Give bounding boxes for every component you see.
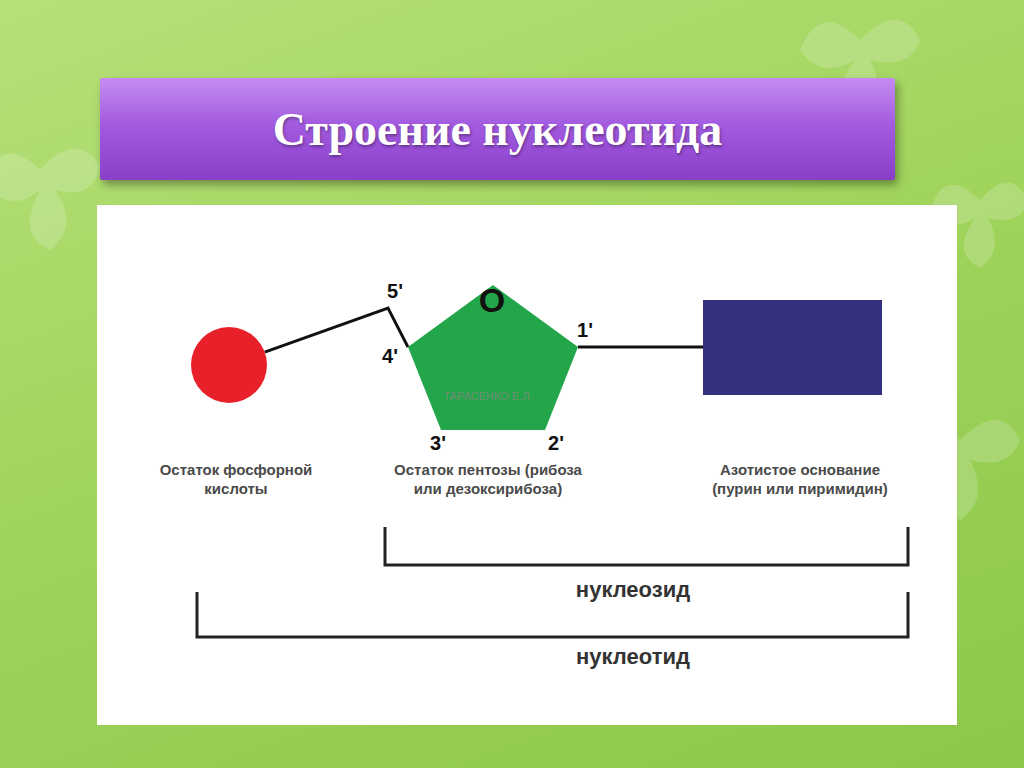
- ring-oxygen: O: [479, 281, 505, 320]
- carbon-number: 3': [430, 432, 446, 455]
- bond-line: [578, 346, 703, 349]
- phosphate-circle-outline: [191, 327, 267, 403]
- part-caption: Азотистое основание (пурин или пиримидин…: [675, 460, 925, 498]
- slide-title: Строение нуклеотида: [273, 103, 723, 156]
- part-caption: Остаток пентозы (рибоза или дезоксирибоз…: [358, 460, 618, 498]
- nucleoside-bracket: [385, 527, 908, 565]
- phosphate-circle: Остаток фосфорной кислоты: [191, 327, 267, 403]
- watermark: ТАРАСЕНКО Е.Л.: [443, 390, 532, 402]
- carbon-number: 1': [577, 319, 593, 342]
- part-caption: Остаток фосфорной кислоты: [136, 460, 336, 498]
- carbon-number: 5': [387, 280, 403, 303]
- carbon-number: 2': [548, 432, 564, 455]
- bracket-label: нуклеозид: [576, 577, 690, 603]
- base-rectangle-outline: [703, 300, 882, 395]
- bracket-label: нуклеотид: [576, 644, 690, 670]
- base-rectangle: Азотистое основание (пурин или пиримидин…: [703, 300, 882, 395]
- carbon-number: 4': [382, 345, 398, 368]
- title-bar: Строение нуклеотида: [100, 78, 895, 180]
- nucleotide-bracket: [197, 592, 908, 637]
